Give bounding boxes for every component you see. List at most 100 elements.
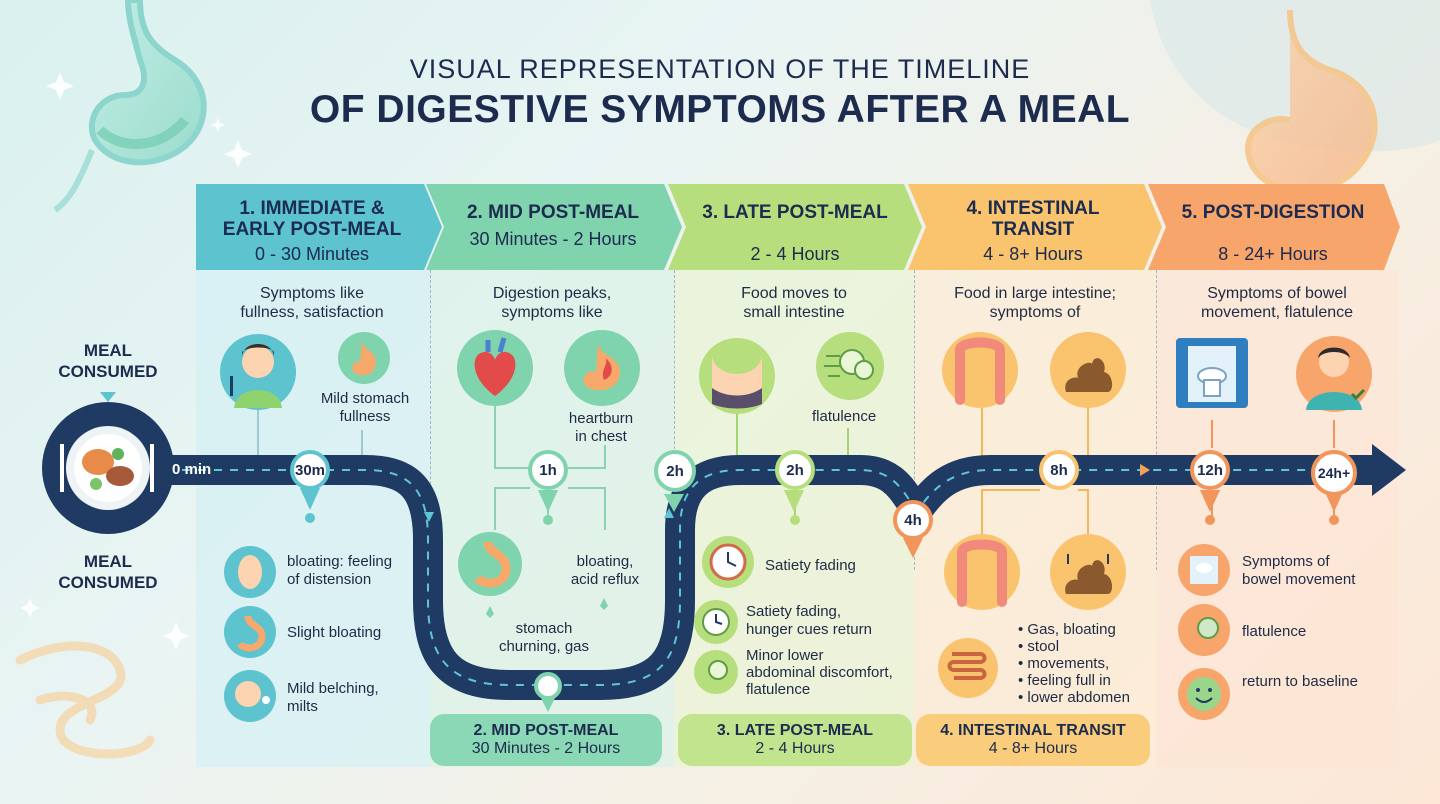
list-item: Gas, bloating <box>1018 621 1130 638</box>
phase-4-desc-2: symptoms of <box>989 304 1081 321</box>
phase-4-title-1: 4. INTESTINAL <box>966 198 1100 219</box>
marker-12h: 12h <box>1190 450 1230 490</box>
label-p3-b1: Satiety fading <box>765 557 856 574</box>
phase-3-desc-1: Food moves to <box>741 285 847 302</box>
label-p1-b1-2: of distension <box>287 571 372 588</box>
phase-2-banner <box>426 184 682 270</box>
toilet-icon <box>1176 338 1248 408</box>
bottom-label-range: 2 - 4 Hours <box>755 740 835 757</box>
label-p2-top-2: in chest <box>575 428 627 445</box>
road-bottom-pin <box>534 672 562 700</box>
label-p3-top: flatulence <box>812 408 877 425</box>
divider <box>430 270 431 570</box>
phase-5-desc-2: movement, flatulence <box>1200 304 1354 321</box>
marker-2h-a: 2h <box>654 450 696 492</box>
bottom-label-range: 4 - 8+ Hours <box>988 740 1078 757</box>
pin-tail <box>664 494 684 512</box>
label-p1-top-1: Mild stomach <box>320 390 410 407</box>
connector-line <box>494 487 530 530</box>
pin-tail <box>784 490 804 512</box>
connector-line <box>1078 489 1089 540</box>
phase-1-desc-2: fullness, satisfaction <box>240 304 384 321</box>
list-item: stool <box>1018 638 1130 655</box>
label-p3-b3-2: abdominal discomfort, <box>746 664 893 681</box>
marker-8h: 8h <box>1039 450 1079 490</box>
happy-person-icon <box>1296 336 1372 412</box>
phase-4-symptom-list: Gas, bloating stool movements, feeling f… <box>1018 621 1130 706</box>
label-p2-b2-2: churning, gas <box>498 638 590 655</box>
gas-cloud-icon <box>1178 604 1230 656</box>
stool-icon <box>1050 534 1126 610</box>
connector-line <box>568 445 606 469</box>
gas-cloud-icon <box>694 650 738 694</box>
toilet-icon <box>1178 544 1230 596</box>
abdomen-icon <box>699 338 775 414</box>
bottom-label-title: 3. LATE POST-MEAL <box>716 722 874 739</box>
pin-tail <box>1200 490 1220 512</box>
list-item-text: lower abdomen <box>1027 689 1130 706</box>
stool-icon <box>1050 332 1126 408</box>
heartburn-stomach-icon <box>564 330 640 406</box>
intestine-icon <box>938 638 998 698</box>
label-p3-b3-3: flatulence <box>746 681 811 698</box>
label-p2-top-1: heartburn <box>568 410 634 427</box>
phase-3-banner <box>668 184 922 270</box>
stomach-icon <box>53 0 207 213</box>
start-time-label: 0 min <box>172 461 212 478</box>
marker-1h: 1h <box>528 450 568 490</box>
list-item: movements, <box>1018 655 1130 672</box>
meal-bottom-label-2: CONSUMED <box>58 573 158 592</box>
pin-tail <box>300 488 320 510</box>
title-line-1: VISUAL REPRESENTATION OF THE TIMELINE <box>409 54 1031 84</box>
label-p1-top-2: fullness <box>339 408 391 425</box>
label-p5-b1-2: bowel movement <box>1242 571 1356 588</box>
label-p3-b2-2: hunger cues return <box>746 621 872 638</box>
phase-5-banner <box>1148 184 1400 270</box>
phase-3-range: 2 - 4 Hours <box>750 244 840 264</box>
phase-2-range: 30 Minutes - 2 Hours <box>469 229 637 249</box>
gas-cloud-icon <box>816 332 884 400</box>
phase-4-title-2: TRANSIT <box>991 219 1075 240</box>
arrow-icon <box>664 508 674 518</box>
arrow-icon <box>1140 464 1150 476</box>
connector-line <box>494 404 530 469</box>
heart-icon <box>457 330 533 406</box>
stomach-icon <box>224 606 276 658</box>
label-p5-b1-1: Symptoms of <box>1242 553 1330 570</box>
clock-icon <box>694 600 738 644</box>
title-line-2: OF DIGESTIVE SYMPTOMS AFTER A MEAL <box>309 88 1131 131</box>
marker-24h: 24h+ <box>1311 450 1357 496</box>
phase-1-title-1: 1. IMMEDIATE & <box>239 198 385 219</box>
label-p5-b2: flatulence <box>1242 623 1307 640</box>
stomach-icon <box>338 332 390 384</box>
clock-icon <box>702 536 754 588</box>
phase-2-title: 2. MID POST-MEAL <box>466 202 640 223</box>
pin-tail <box>540 696 556 712</box>
phase-4-banner <box>908 184 1162 270</box>
list-item: lower abdomen <box>1018 689 1130 706</box>
connector-line <box>568 487 606 530</box>
connector-line <box>981 489 1040 540</box>
label-p1-b3-1: Mild belching, <box>287 680 379 697</box>
label-p1-b3-2: milts <box>287 698 318 715</box>
colon-icon <box>944 534 1020 610</box>
bottom-label-range: 30 Minutes - 2 Hours <box>471 740 621 757</box>
meal-top-label-2: CONSUMED <box>58 362 158 381</box>
meal-pointer <box>100 392 116 402</box>
phase-2-desc-1: Digestion peaks, <box>492 285 612 302</box>
person-eating-icon <box>220 334 296 410</box>
bottom-label-title: 2. MID POST-MEAL <box>473 722 619 739</box>
divider <box>1156 270 1157 570</box>
road-arrow-head <box>1372 444 1406 496</box>
bottom-label-mid-post-meal: 2. MID POST-MEAL 30 Minutes - 2 Hours <box>430 714 662 766</box>
droplet-icon <box>600 598 608 610</box>
meal-top-label-1: MEAL <box>83 341 133 360</box>
phase-3-title: 3. LATE POST-MEAL <box>702 202 888 223</box>
list-item-text: movements, <box>1027 655 1110 672</box>
meal-bottom-label-1: MEAL <box>83 552 133 571</box>
divider <box>674 270 675 570</box>
pin-tail <box>903 538 923 558</box>
label-p5-b3: return to baseline <box>1242 673 1358 690</box>
